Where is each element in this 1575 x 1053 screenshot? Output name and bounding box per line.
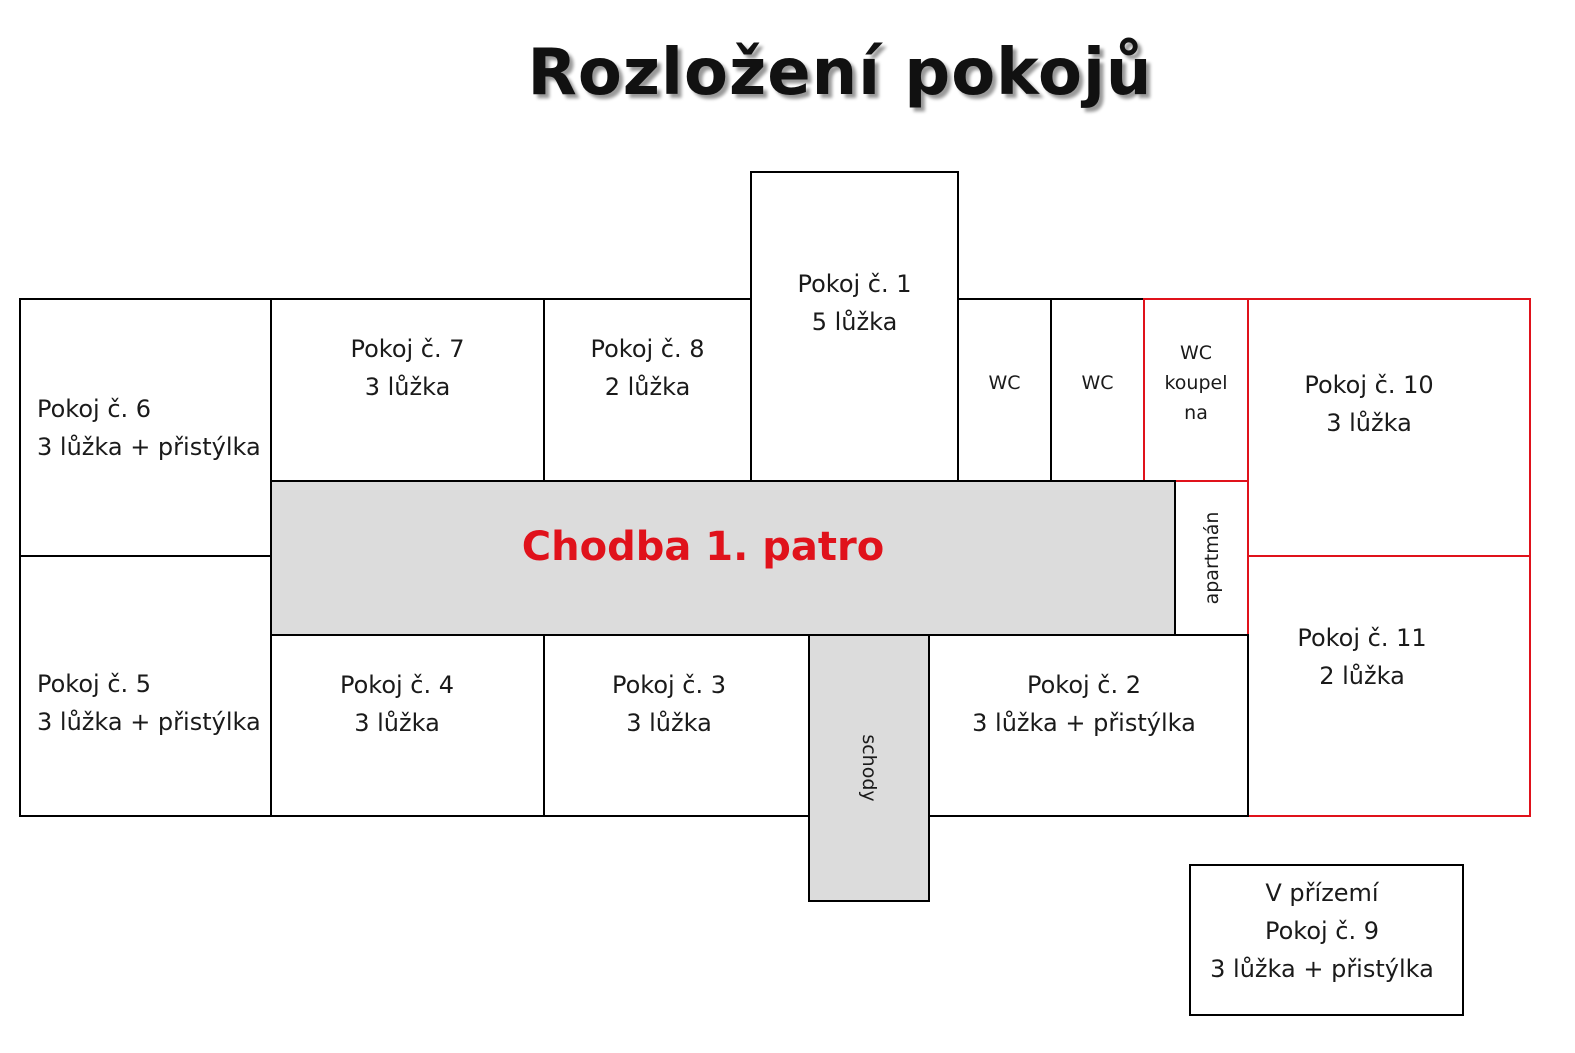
room-8-beds: 2 lůžka — [604, 373, 691, 401]
room-8: Pokoj č. 8 2 lůžka — [543, 298, 752, 482]
room-1: Pokoj č. 1 5 lůžka — [750, 171, 959, 482]
wc-2: WC — [1050, 298, 1145, 482]
room-9-floor: V přízemí — [1265, 879, 1379, 907]
room-10: Pokoj č. 10 3 lůžka — [1247, 298, 1531, 557]
room-9-beds: 3 lůžka + přistýlka — [1210, 955, 1434, 983]
room-5-name: Pokoj č. 5 — [37, 670, 152, 698]
room-10-beds: 3 lůžka — [1326, 409, 1412, 437]
wc-1-label: WC — [988, 372, 1021, 394]
room-11-beds: 2 lůžka — [1319, 662, 1405, 690]
bath-line-3: na — [1184, 402, 1208, 424]
room-4-name: Pokoj č. 4 — [339, 671, 455, 699]
room-11: Pokoj č. 11 2 lůžka — [1247, 555, 1531, 817]
room-8-name: Pokoj č. 8 — [590, 335, 705, 363]
bath-line-1: WC — [1179, 342, 1213, 364]
room-5-beds: 3 lůžka + přistýlka — [37, 708, 261, 736]
room-9-name: Pokoj č. 9 — [1264, 917, 1380, 945]
room-4-beds: 3 lůžka — [354, 709, 440, 737]
room-4: Pokoj č. 4 3 lůžka — [270, 634, 545, 817]
stairs-label: schody — [858, 734, 880, 802]
room-2: Pokoj č. 2 3 lůžka + přistýlka — [927, 634, 1249, 817]
room-7-beds: 3 lůžka — [364, 373, 451, 401]
apartment-hall: apartmán — [1174, 480, 1249, 636]
room-5: Pokoj č. 5 3 lůžka + přistýlka — [19, 555, 272, 817]
room-1-name: Pokoj č. 1 — [797, 270, 912, 298]
room-7-name: Pokoj č. 7 — [350, 335, 465, 363]
room-9: V přízemí Pokoj č. 9 3 lůžka + přistýlka — [1189, 864, 1464, 1016]
room-6-name: Pokoj č. 6 — [37, 395, 152, 423]
corridor: Chodba 1. patro — [270, 480, 1176, 636]
bath-line-2: koupel — [1164, 372, 1228, 394]
apartment-bathroom: WC koupel na — [1143, 298, 1249, 482]
room-7: Pokoj č. 7 3 lůžka — [270, 298, 545, 482]
room-2-name: Pokoj č. 2 — [1026, 671, 1142, 699]
stairs: schody — [808, 634, 930, 902]
room-6-beds: 3 lůžka + přistýlka — [37, 433, 261, 461]
room-1-beds: 5 lůžka — [811, 308, 898, 336]
room-2-beds: 3 lůžka + přistýlka — [972, 709, 1196, 737]
apartment-label: apartmán — [1200, 511, 1223, 605]
room-3: Pokoj č. 3 3 lůžka — [543, 634, 810, 817]
room-6: Pokoj č. 6 3 lůžka + přistýlka — [19, 298, 272, 557]
room-10-name: Pokoj č. 10 — [1304, 371, 1434, 399]
wc-2-label: WC — [1081, 372, 1114, 394]
room-11-name: Pokoj č. 11 — [1297, 624, 1427, 652]
corridor-label: Chodba 1. patro — [521, 524, 885, 570]
page-title: Rozložení pokojů — [527, 36, 1153, 110]
wc-1: WC — [957, 298, 1052, 482]
room-3-name: Pokoj č. 3 — [611, 671, 727, 699]
room-3-beds: 3 lůžka — [626, 709, 712, 737]
